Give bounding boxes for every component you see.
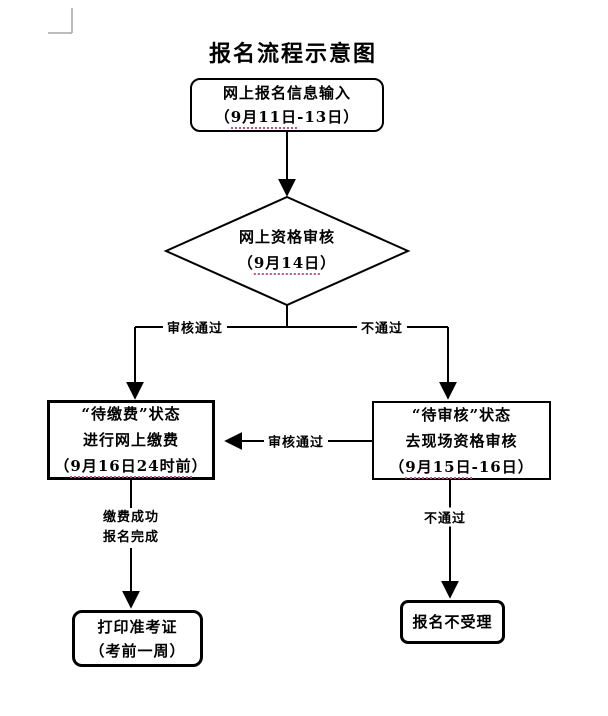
node-rejected-line1: 报名不受理	[412, 613, 493, 631]
edge-label-pay-done: 缴费成功 报名完成	[98, 508, 164, 548]
node-pending-pay-line3: （9月16日24时前）	[54, 453, 207, 479]
node-rejected: 报名不受理	[400, 600, 505, 644]
node-online-review-label: 网上资格审核 （9月14日）	[238, 224, 336, 276]
node-online-input: 网上报名信息输入 （9月11日-13日）	[190, 78, 384, 132]
edge-label-onsite-fail: 不通过	[419, 507, 471, 527]
edge-label-review-pass: 审核通过	[162, 317, 228, 337]
node-pending-pay-line1: “待缴费”状态	[81, 405, 181, 423]
node-online-input-line2: （9月11日-13日）	[215, 105, 359, 129]
page-title: 报名流程示意图	[208, 41, 378, 67]
node-print-ticket-line1: 打印准考证	[97, 617, 178, 636]
node-pending-pay-line2: 进行网上缴费	[82, 431, 179, 449]
spellcheck-underline: 9月16日24时前	[70, 457, 192, 478]
node-online-review-line2: （9月14日）	[238, 250, 336, 276]
node-print-ticket-line2: （考前一周）	[89, 641, 186, 660]
node-online-review-line1: 网上资格审核	[238, 228, 335, 246]
node-online-input-line1: 网上报名信息输入	[222, 84, 351, 102]
node-pending-review-line2: 去现场资格审核	[405, 431, 518, 450]
spellcheck-underline: 9月15日	[405, 457, 472, 479]
edge-label-pay-done-line1: 缴费成功	[102, 510, 160, 525]
node-print-ticket: 打印准考证 （考前一周）	[72, 610, 203, 667]
spellcheck-underline: 9月14日	[253, 254, 321, 275]
spellcheck-underline: 9月11日	[230, 108, 298, 129]
edge-label-onsite-pass: 审核通过	[263, 431, 329, 451]
page-margin-mark	[48, 8, 73, 34]
node-pending-review: “待审核”状态 去现场资格审核 （9月15日-16日）	[372, 401, 551, 480]
edge-label-review-fail: 不通过	[356, 317, 408, 337]
edge-label-pay-done-line2: 报名完成	[102, 530, 160, 545]
node-pending-review-line3: （9月15日-16日）	[389, 454, 533, 480]
node-pending-review-line1: “待审核”状态	[411, 405, 512, 424]
node-pending-pay: “待缴费”状态 进行网上缴费 （9月16日24时前）	[47, 400, 215, 480]
